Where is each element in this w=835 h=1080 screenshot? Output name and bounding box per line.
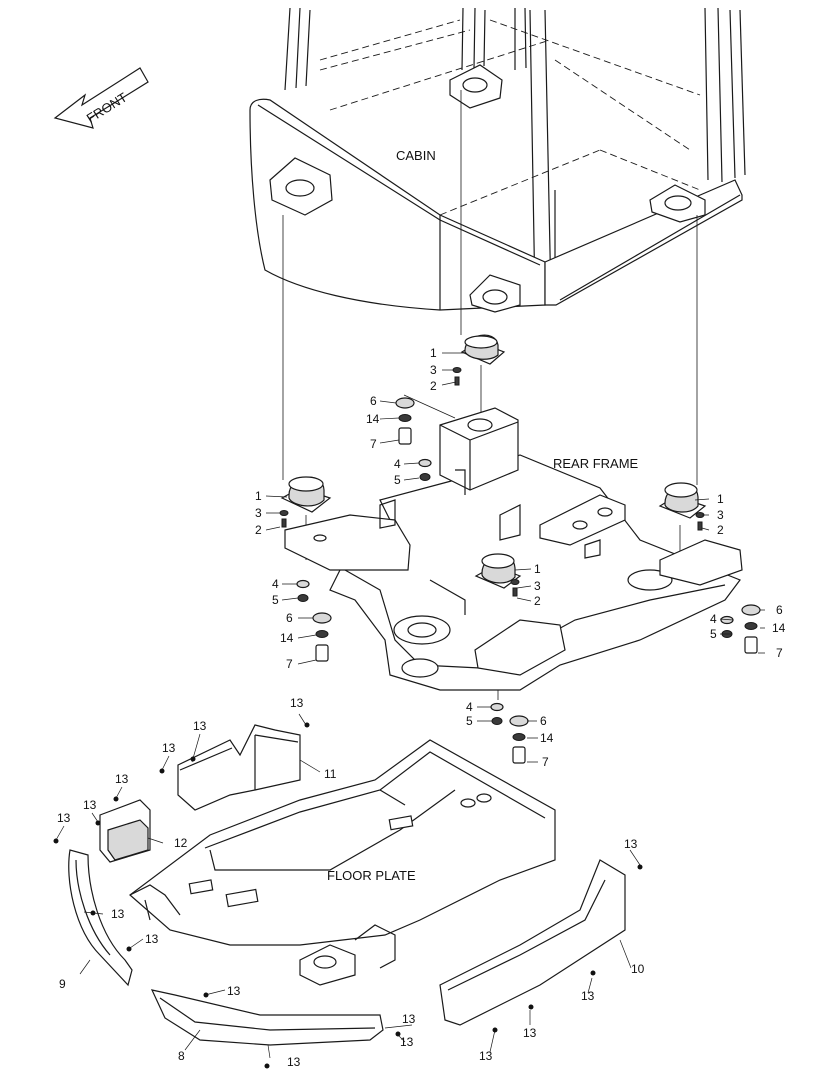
callout-13: 13 [115,772,129,786]
callout-13: 13 [400,1035,414,1049]
part-12-cover [99,799,151,863]
callout-8: 8 [178,1049,185,1063]
callout-3: 3 [534,579,541,593]
rubber-mount-right [658,482,707,519]
callout-13: 13 [83,798,97,812]
callout-1: 1 [534,562,541,576]
callout-5: 5 [710,627,717,641]
callout-2: 2 [534,594,541,608]
callout-13: 13 [402,1012,416,1026]
callout-4: 4 [710,612,717,626]
rubber-mount-front [474,553,522,589]
callout-13: 13 [624,837,638,851]
floor-plate: FLOOR PLATE [129,739,556,986]
callout-1: 1 [255,489,262,503]
callout-13: 13 [479,1049,493,1063]
rear-frame: REAR FRAME [284,407,743,691]
rear-frame-label: REAR FRAME [553,456,639,471]
callout-13: 13 [193,719,207,733]
callout-14: 14 [540,731,554,745]
callout-6: 6 [370,394,377,408]
callout-4: 4 [394,457,401,471]
callout-6: 6 [286,611,293,625]
callout-7: 7 [776,646,783,660]
floor-plate-label: FLOOR PLATE [327,868,416,883]
callout-14: 14 [366,412,380,426]
callout-13: 13 [290,696,304,710]
callout-13: 13 [581,989,595,1003]
cabin: CABIN [249,7,746,313]
callout-3: 3 [255,506,262,520]
callout-11: 11 [324,767,337,781]
callout-1: 1 [717,492,724,506]
callout-5: 5 [394,473,401,487]
callout-14: 14 [280,631,294,645]
part-9-step [68,849,133,987]
callout-7: 7 [370,437,377,451]
part-10-cover [439,859,626,1026]
callout-9: 9 [59,977,66,991]
callout-2: 2 [717,523,724,537]
callout-6: 6 [540,714,547,728]
callout-6: 6 [776,603,783,617]
callout-13: 13 [523,1026,537,1040]
callout-1: 1 [430,346,437,360]
callout-5: 5 [272,593,279,607]
callout-7: 7 [286,657,293,671]
fastener-dots [53,722,643,1069]
callout-12: 12 [174,836,188,850]
callout-13: 13 [145,932,159,946]
callout-4: 4 [466,700,473,714]
rubber-mount-left [280,476,332,513]
callout-5: 5 [466,714,473,728]
callout-2: 2 [255,523,262,537]
callout-4: 4 [272,577,279,591]
callout-10: 10 [631,962,645,976]
callout-13: 13 [227,984,241,998]
front-arrow: FRONT [53,67,149,129]
callout-13: 13 [287,1055,301,1069]
leader-lines [55,352,765,1059]
callout-3: 3 [717,508,724,522]
rubber-mount-center [460,334,506,365]
callout-numbers: 1 3 2 6 14 7 4 5 1 3 2 4 5 6 14 7 1 3 2 … [57,346,786,1069]
part-11-cover [177,724,301,811]
callout-3: 3 [430,363,437,377]
callout-14: 14 [772,621,786,635]
callout-2: 2 [430,379,437,393]
part-8-step [150,989,384,1046]
callout-13: 13 [162,741,176,755]
callout-7: 7 [542,755,549,769]
callout-13: 13 [57,811,71,825]
callout-13: 13 [111,907,125,921]
cabin-label: CABIN [396,148,436,163]
